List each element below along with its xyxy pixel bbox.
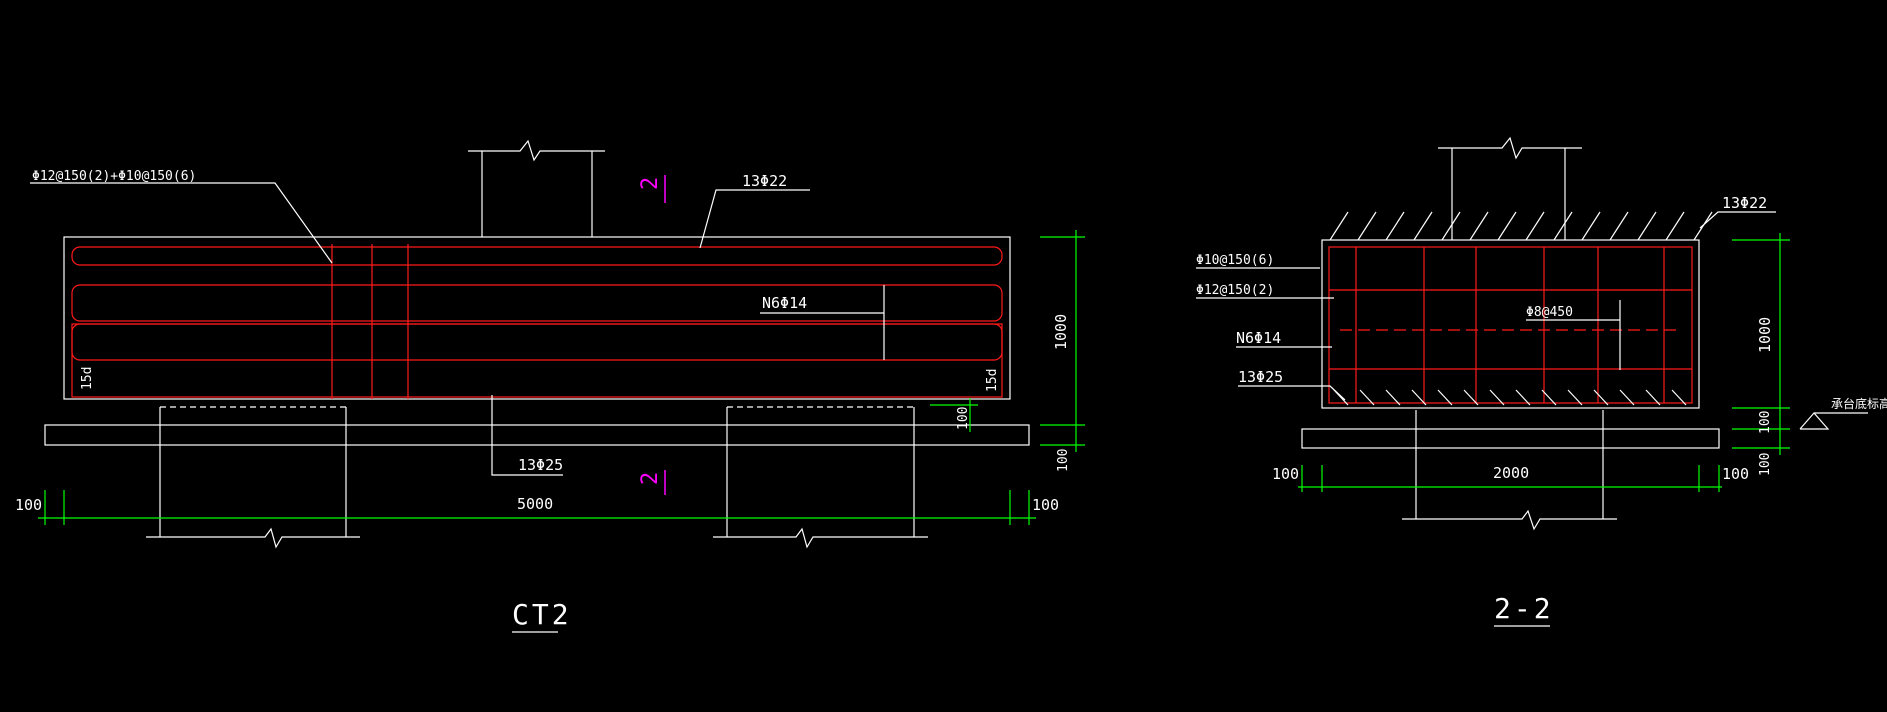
hatch-stroke	[1385, 211, 1405, 241]
hatch-stroke	[1413, 211, 1433, 241]
ct2-reinforcement	[71, 244, 1003, 399]
sec22-dimensions	[1298, 233, 1790, 492]
hatch-stroke	[1515, 389, 1531, 406]
hatch-stroke	[1359, 389, 1375, 406]
hatch-stroke	[1497, 211, 1517, 241]
hatch-stroke	[1567, 389, 1583, 406]
hatch-stroke	[1329, 211, 1349, 241]
hatch-stroke	[1671, 389, 1687, 406]
sec22-elevation-label: 承台底标高	[1831, 396, 1887, 411]
ct2-dim-cover-outer: 100	[1056, 449, 1071, 472]
ct2-dim-left: 100	[15, 496, 42, 514]
sec22-bottom-bar-label: 13Φ25	[1238, 368, 1283, 386]
ct2-pile-left	[146, 406, 360, 549]
ct2-dim-cover-inner: 100	[956, 407, 971, 430]
hatch-stroke	[1357, 211, 1377, 241]
hatch-stroke	[1619, 389, 1635, 406]
ct2-side-bar-label: N6Φ14	[762, 294, 807, 312]
sec22-pile	[1402, 410, 1617, 531]
ct2-pile-right	[713, 406, 928, 549]
sec22-dim-width: 2000	[1493, 464, 1529, 482]
ct2-section-marks: 2 2	[638, 175, 666, 495]
sec22-elevation-symbol	[1799, 412, 1868, 430]
section-mark-bottom: 2	[638, 472, 663, 485]
sec22-side-bar-label: N6Φ14	[1236, 329, 1281, 347]
sec22-dim-cover-outer: 100	[1758, 453, 1773, 476]
sec22-top-hatch	[1329, 211, 1713, 241]
hatch-stroke	[1441, 211, 1461, 241]
hatch-stroke	[1525, 211, 1545, 241]
sec22-dim-cover-inner: 100	[1758, 411, 1773, 434]
ct2-title: CT2	[512, 598, 572, 631]
hatch-stroke	[1581, 211, 1601, 241]
ct2-dim-height: 1000	[1052, 314, 1070, 350]
hatch-stroke	[1541, 389, 1557, 406]
sec22-stirrup-b-label: Φ12@150(2)	[1196, 283, 1274, 298]
ct2-top-bar-label: 13Φ22	[742, 172, 787, 190]
sec22-stirrup-a-label: Φ10@150(6)	[1196, 253, 1274, 268]
ct2-column-stub	[468, 139, 605, 237]
hatch-stroke	[1489, 389, 1505, 406]
ct2-anchor-left: 15d	[80, 367, 95, 390]
ct2-elevation: 2 2 Φ12@150(2)+Φ10@150(6) 13Φ22 N6Φ14 13…	[15, 139, 1085, 633]
ct2-dim-right: 100	[1032, 496, 1059, 514]
hatch-stroke	[1385, 389, 1401, 406]
hatch-stroke	[1553, 211, 1573, 241]
sec22-column-stub	[1438, 136, 1582, 240]
sec22-dim-right: 100	[1722, 465, 1749, 483]
hatch-stroke	[1637, 211, 1657, 241]
ct2-stirrup-label: Φ12@150(2)+Φ10@150(6)	[32, 169, 196, 184]
ct2-dim-width: 5000	[517, 495, 553, 513]
sec22-top-bar-label: 13Φ22	[1722, 194, 1767, 212]
ct2-blinding-layer	[44, 424, 1030, 446]
hatch-stroke	[1645, 389, 1661, 406]
ct2-leaders	[30, 182, 885, 476]
hatch-stroke	[1469, 211, 1489, 241]
sec22-pile-cap-outline	[1321, 239, 1700, 409]
sec22-title: 2-2	[1494, 592, 1554, 625]
sec22-reinforcement	[1328, 246, 1693, 404]
hatch-stroke	[1463, 389, 1479, 406]
sec22-tie-label: Φ8@450	[1526, 305, 1573, 320]
ct2-pile-cap-outline	[63, 236, 1011, 400]
ct2-dimensions	[38, 230, 1085, 525]
hatch-stroke	[1609, 211, 1629, 241]
hatch-stroke	[1411, 389, 1427, 406]
sec22-blinding-layer	[1301, 428, 1720, 449]
hatch-stroke	[1437, 389, 1453, 406]
hatch-stroke	[1593, 389, 1609, 406]
ct2-bottom-bar-label: 13Φ25	[518, 456, 563, 474]
sec22-leaders	[1196, 211, 1776, 401]
ct2-anchor-right: 15d	[985, 369, 1000, 392]
section-mark-top: 2	[638, 177, 663, 190]
sec22-dim-left: 100	[1272, 465, 1299, 483]
hatch-stroke	[1665, 211, 1685, 241]
section-2-2: 13Φ22 Φ10@150(6) Φ12@150(2) N6Φ14 Φ8@450…	[1196, 136, 1887, 627]
sec22-dim-height: 1000	[1756, 317, 1774, 353]
